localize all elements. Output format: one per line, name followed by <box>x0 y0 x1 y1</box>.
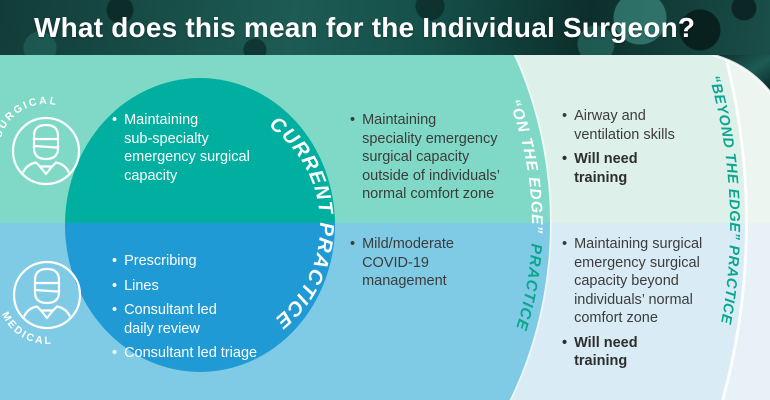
bullet-dot: • <box>112 345 118 362</box>
beyond-the-edge-medical-list: • Maintaining surgical emergency surgical… <box>562 235 730 371</box>
bullet-item: • Maintaining sub-specialty emergency sur… <box>112 111 292 185</box>
bullet-dot: • <box>112 277 118 294</box>
bullet-dot: • <box>112 302 118 319</box>
bullet-text: Maintaining sub-specialty emergency surg… <box>124 112 250 184</box>
bullet-text: Airway and ventilation skills <box>574 108 675 143</box>
bullet-item: • Airway and ventilation skills <box>562 107 720 144</box>
bullet-item: • Will need training <box>562 150 720 187</box>
bullet-dot: • <box>562 108 568 124</box>
bullet-dot: • <box>350 112 356 128</box>
bullet-text: Consultant led daily review <box>124 302 217 337</box>
bullet-item: • Consultant led daily review <box>112 301 302 338</box>
bullet-dot: • <box>112 112 118 128</box>
bullet-text: Lines <box>124 277 159 294</box>
current-practice-surgical-list: • Maintaining sub-specialty emergency sur… <box>112 111 292 185</box>
bullet-item: • Consultant led triage <box>112 344 302 363</box>
bullet-item: • Mild/moderate COVID-19 management <box>350 235 518 291</box>
on-the-edge-surgical-list: • Maintaining speciality emergency surgic… <box>350 111 528 204</box>
bullet-text: Consultant led triage <box>124 345 258 362</box>
bullet-item: • Maintaining surgical emergency surgical… <box>562 235 730 328</box>
bullet-item: • Prescribing <box>112 252 302 271</box>
bullet-text: Prescribing <box>124 253 197 269</box>
bullet-text: Maintaining speciality emergency surgica… <box>362 112 500 203</box>
current-practice-medical-list: • Prescribing • Lines • Consultant led daily … <box>112 252 302 363</box>
bullet-text: Maintaining surgical emergency surgical … <box>574 236 703 327</box>
bullet-dot: • <box>562 151 568 168</box>
bullet-item: • Maintaining speciality emergency surgic… <box>350 111 528 204</box>
on-the-edge-medical-list: • Mild/moderate COVID-19 management <box>350 235 518 291</box>
bullet-dot: • <box>562 236 568 252</box>
header-banner: What does this mean for the Individual S… <box>0 0 770 55</box>
bullet-dot: • <box>350 236 356 252</box>
diagram: • Maintaining sub-specialty emergency sur… <box>0 55 770 400</box>
bullet-item: • Will need training <box>562 334 730 371</box>
beyond-the-edge-surgical-list: • Airway and ventilation skills • Will need… <box>562 107 720 187</box>
bullet-text: Will need training <box>574 334 638 370</box>
bullet-text: Mild/moderate COVID-19 management <box>362 236 454 290</box>
bullet-dot: • <box>112 253 118 269</box>
bullet-text: Will need training <box>574 151 638 186</box>
bullet-item: • Lines <box>112 277 302 296</box>
zone-current-practice <box>65 78 335 372</box>
bullet-dot: • <box>562 334 568 351</box>
page-title: What does this mean for the Individual S… <box>34 12 696 43</box>
